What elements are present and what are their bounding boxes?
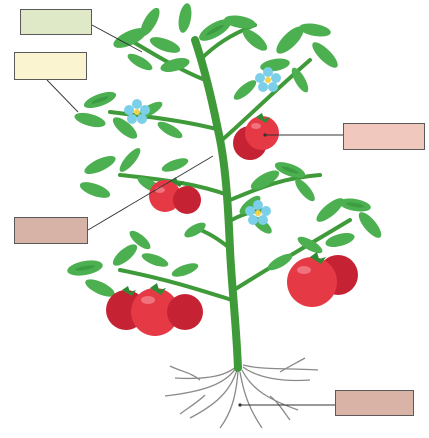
label-box-root[interactable] — [335, 390, 414, 416]
tomato-mid-left — [149, 177, 201, 214]
tomato-lower-right — [287, 252, 358, 307]
flower-upper-right — [255, 67, 281, 92]
leader-bottom-dot — [238, 403, 241, 406]
label-box-flower[interactable] — [14, 52, 87, 80]
tomato-upper — [233, 113, 279, 160]
label-box-fruit[interactable] — [343, 123, 425, 150]
tomato-lower-left — [106, 283, 203, 336]
label-box-stem[interactable] — [14, 217, 88, 244]
flower-upper-left — [124, 99, 150, 124]
leader-second — [47, 80, 78, 112]
label-box-leaf[interactable] — [20, 9, 92, 35]
leader-right-dot — [263, 133, 266, 136]
